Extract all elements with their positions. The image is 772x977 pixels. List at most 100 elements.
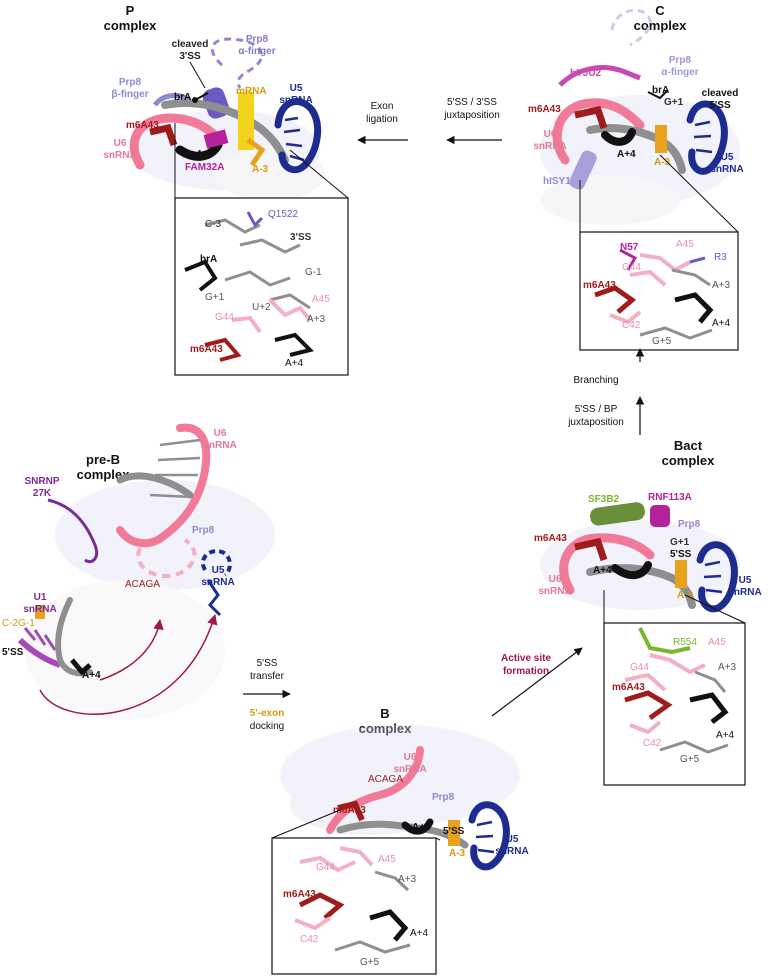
step-active-site-line2: formation xyxy=(503,666,549,677)
p-complex-panel: P complex xyxy=(103,3,349,376)
step-exon-docking-line2: docking xyxy=(250,721,284,732)
p-prp8-alpha-finger-loop xyxy=(210,37,263,89)
p-a3-segment xyxy=(246,137,266,167)
bact-a4-segment xyxy=(611,561,652,580)
b-a3-helix xyxy=(448,820,460,846)
bact-inset-label-a45: A45 xyxy=(708,637,726,648)
step-bp-juxtaposition: Branching 5'SS / BP juxtaposition xyxy=(567,348,645,435)
bact-label-prp8: Prp8 xyxy=(678,519,701,530)
b-inset-a45 xyxy=(339,846,374,867)
p-protein-background xyxy=(130,110,325,200)
c-label-cleaved-1: cleaved xyxy=(702,88,739,99)
p-inset-label-a4: A+4 xyxy=(285,358,304,369)
b-inset-m6a43 xyxy=(298,892,345,920)
b-label-acaga: ACAGA xyxy=(368,774,403,785)
step-active-site: Active site formation xyxy=(491,647,583,717)
step-exon-lig-line1: Exon xyxy=(371,101,394,112)
p-inset-label-g44: G44 xyxy=(215,312,234,323)
p-inset-a4 xyxy=(274,332,314,357)
p-inset-label-a45: A45 xyxy=(312,294,330,305)
c-label-g1: G+1 xyxy=(664,97,684,108)
b-label-5ss: 5'SS xyxy=(443,826,465,837)
b-inset-label-g44: G44 xyxy=(316,862,335,873)
preb-u6-snrna-strand xyxy=(116,423,211,548)
p-label-prp8-alpha-2: α-finger xyxy=(238,46,275,57)
b-inset-label-m6a43: m6A43 xyxy=(283,889,316,900)
bact-inset-a3 xyxy=(694,670,727,693)
c-a3-helix xyxy=(655,125,667,153)
c-inset-n57 xyxy=(619,248,638,271)
c-inset-g44 xyxy=(629,269,667,287)
c-u5-snrna-loop xyxy=(686,100,728,175)
c-label-a4: A+4 xyxy=(617,149,636,160)
p-inset-bra xyxy=(184,259,218,292)
c-label-hyju2: hYJU2 xyxy=(570,68,602,79)
step-5ss-transfer: 5'SS transfer 5'-exon docking xyxy=(243,658,291,732)
b-inset-a4 xyxy=(369,909,409,942)
bact-inset-label-a3: A+3 xyxy=(718,662,737,673)
p-3ss-pointer xyxy=(189,61,206,89)
b-inset-label-g5: G+5 xyxy=(360,957,380,968)
preb-a4-segment xyxy=(70,658,92,676)
p-u6-snrna-strand xyxy=(129,113,225,170)
preb-u5-stem xyxy=(206,579,222,617)
bact-label-a4: A+4 xyxy=(593,565,612,576)
bact-u6-snrna-strand xyxy=(559,533,655,595)
p-inset-label-m6a43: m6A43 xyxy=(190,344,223,355)
bact-inset: R554 A45 G44 A+3 m6A43 A+4 C42 G+5 xyxy=(603,622,746,786)
bact-inset-label-g5: G+5 xyxy=(680,754,700,765)
p-label-u5-2: snRNA xyxy=(279,95,312,106)
p-label-a3: A-3 xyxy=(252,164,269,175)
bact-inset-a45 xyxy=(649,653,706,675)
step-ss-juxt-line2: juxtaposition xyxy=(443,110,500,121)
b-label-u6-1: U6 xyxy=(404,752,417,763)
bact-complex-panel: Bact complex SF3B2 RNF113A Prp8 m6A43 G+… xyxy=(534,438,762,786)
p-label-m6a43: m6A43 xyxy=(126,120,159,131)
bact-inset-m6a43 xyxy=(624,690,673,721)
bact-zoom-line-right xyxy=(684,594,746,624)
b-label-u5-1: U5 xyxy=(506,834,519,845)
c-inset-label-m6a43: m6A43 xyxy=(583,280,616,291)
preb-snrnp27k-strand xyxy=(47,498,99,564)
preb-grey-strand xyxy=(116,472,194,499)
preb-label-u6-2: snRNA xyxy=(203,440,236,451)
bact-inset-label-c42: C42 xyxy=(643,738,662,749)
c-inset-a45 xyxy=(639,253,691,273)
preb-label-u5-1: U5 xyxy=(212,565,225,576)
p-complex-title-line2: complex xyxy=(104,18,158,33)
b-inset-label-c42: C42 xyxy=(300,934,319,945)
c-inset-a3 xyxy=(671,268,711,287)
bact-inset-label-g44: G44 xyxy=(630,662,649,673)
preb-acaga-loop xyxy=(136,538,197,579)
c-inset-m6a43 xyxy=(594,285,637,314)
preb-c2g1-marker xyxy=(35,605,45,619)
p-inset-label-3ss: 3'SS xyxy=(290,232,312,243)
step-5ss-transfer-line1: 5'SS xyxy=(257,658,278,669)
c-label-prp8-1: Prp8 xyxy=(669,55,692,66)
b-inset: G44 A45 A+3 m6A43 C42 A+4 G+5 xyxy=(271,837,437,975)
b-inset-frame xyxy=(271,837,437,975)
bact-inset-label-m6a43: m6A43 xyxy=(612,682,645,693)
p-fam32a-helix xyxy=(203,129,229,149)
c-label-prp8-2: α-finger xyxy=(661,67,698,78)
step-ss-juxtaposition: 5'SS / 3'SS juxtaposition xyxy=(443,97,502,145)
c-inset: N57 A45 R3 G44 A+3 m6A43 C42 A+4 G+5 xyxy=(579,231,739,351)
c-hisy1-helix xyxy=(569,150,597,190)
b-zoom-line-left xyxy=(271,809,341,839)
bact-inset-g44 xyxy=(624,672,667,692)
p-inset-g44 xyxy=(231,315,262,334)
step-branching-label: Branching xyxy=(573,375,618,386)
p-label-cleaved: cleaved xyxy=(172,39,209,50)
preb-protein-background xyxy=(25,480,275,720)
b-label-m6a43: m6A43 xyxy=(333,805,366,816)
c-complex-title-line1: C xyxy=(655,3,665,18)
b-complex-title-line1: B xyxy=(380,706,389,721)
bact-inset-a4 xyxy=(689,692,729,724)
preb-label-acaga: ACAGA xyxy=(125,579,160,590)
bact-inset-c42 xyxy=(629,720,662,735)
b-inset-g5 xyxy=(334,940,411,954)
p-a4-segment xyxy=(175,140,223,161)
bact-label-g1: G+1 xyxy=(670,537,690,548)
c-label-bra: brA xyxy=(652,85,669,96)
p-u5-snrna-loop xyxy=(274,98,322,174)
